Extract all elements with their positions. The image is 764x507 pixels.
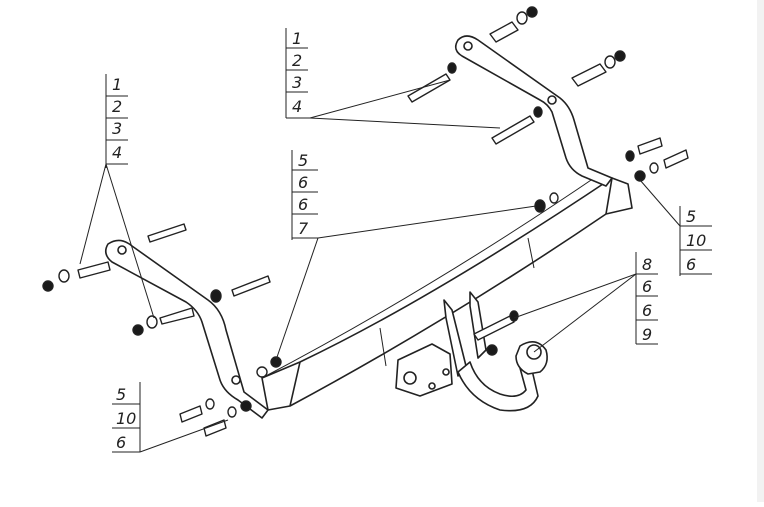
- cross-beam: [261, 173, 633, 411]
- callout-c5-label-3: 6: [642, 301, 652, 320]
- callout-c1-label-4: 4: [112, 143, 122, 162]
- callout-c6-label-3: 6: [116, 433, 126, 452]
- callout-c2-label-4: 4: [292, 97, 302, 116]
- callout-c2-label-1: 1: [292, 29, 302, 48]
- callout-c4-label-2: 10: [686, 231, 706, 250]
- callout-group-bottom-left: [112, 382, 229, 453]
- callout-c6-label-2: 10: [116, 409, 136, 428]
- callout-c3-label-2: 6: [298, 173, 308, 192]
- right-edge-strip: [757, 0, 764, 502]
- left-bracket: [104, 239, 269, 419]
- callout-c3-label-3: 6: [298, 195, 308, 214]
- callout-c3-label-4: 7: [298, 219, 309, 238]
- callout-group-right: [639, 179, 712, 276]
- callout-c5-label-2: 6: [642, 277, 652, 296]
- ball-mount: [395, 291, 548, 412]
- callout-c5-label-1: 8: [642, 255, 652, 274]
- callout-group-top-left: [79, 74, 155, 319]
- callout-c1-label-3: 3: [112, 119, 122, 138]
- callout-c4-label-3: 6: [686, 255, 696, 274]
- callout-c1-label-1: 1: [112, 75, 122, 94]
- callout-c4-label-1: 5: [686, 207, 696, 226]
- callout-group-right-center: [513, 252, 658, 353]
- callout-c2-label-3: 3: [292, 73, 302, 92]
- callout-c2-label-2: 2: [292, 51, 302, 70]
- callout-c5-label-4: 9: [642, 325, 652, 344]
- callout-c6-label-1: 5: [116, 385, 126, 404]
- callout-group-top-center: [285, 28, 501, 129]
- fasteners: [42, 6, 689, 437]
- callout-c3-label-1: 5: [298, 151, 308, 170]
- callout-c1-label-2: 2: [112, 97, 122, 116]
- callout-group-middle: [275, 150, 537, 361]
- right-bracket: [454, 35, 613, 187]
